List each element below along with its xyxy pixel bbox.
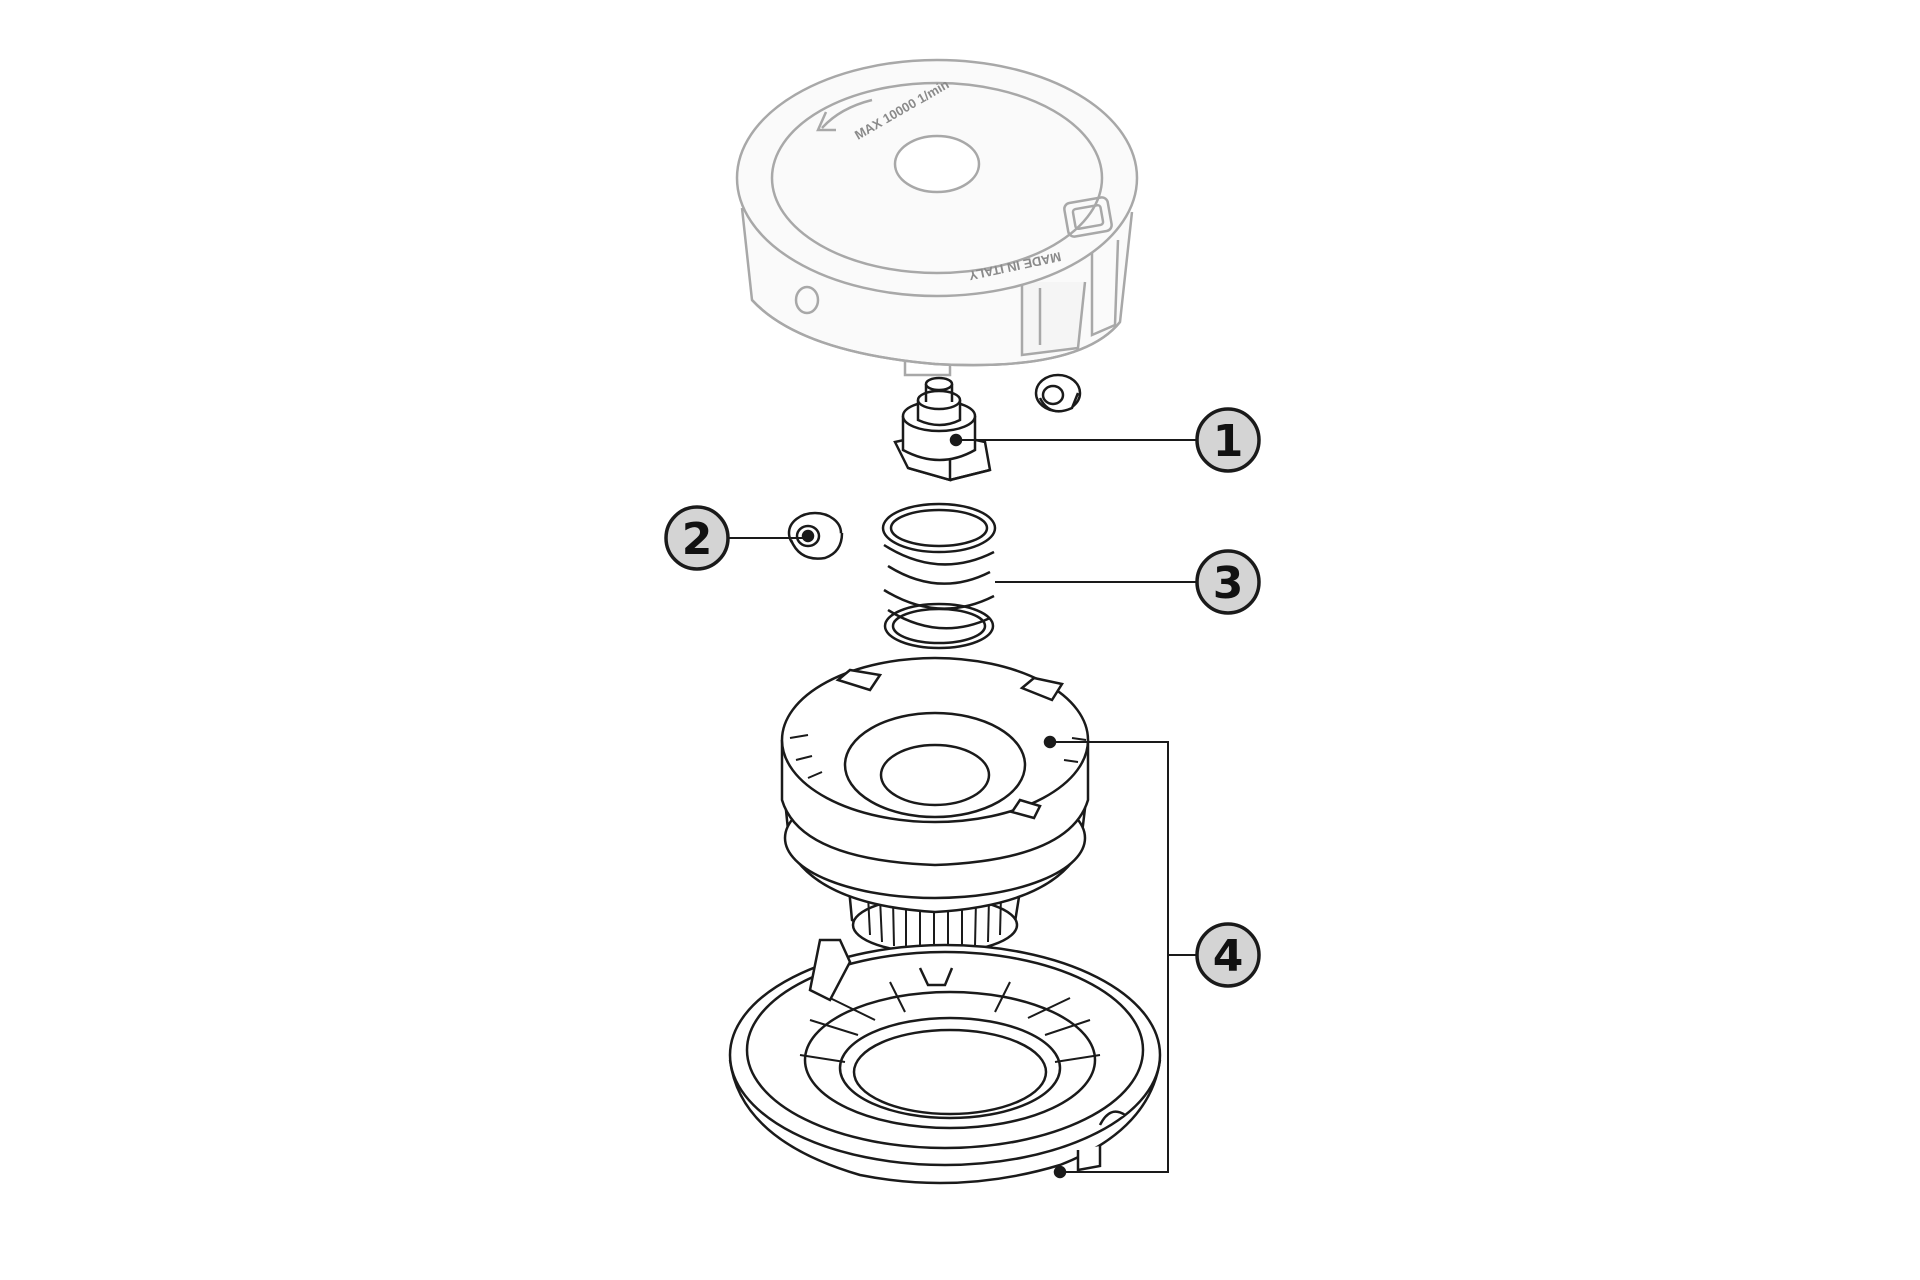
callout-1-label: 1 <box>1213 416 1244 467</box>
part-1-bolt <box>893 376 992 482</box>
part-4-spool <box>780 656 1090 955</box>
part-2-eyelet <box>787 511 844 560</box>
eyelet-right <box>1034 373 1082 413</box>
trimmer-head-cap: MAX 10000 1/min MADE IN ITALY <box>735 58 1139 377</box>
callout-3: 3 <box>1195 549 1261 615</box>
callout-3-label: 3 <box>1213 558 1244 609</box>
callout-4: 4 <box>1195 922 1261 988</box>
callout-2-label: 2 <box>682 514 713 565</box>
callout-4-label: 4 <box>1213 931 1244 982</box>
callout-1: 1 <box>1195 407 1261 473</box>
part-4-base-plate <box>728 938 1162 1185</box>
leader-lines <box>728 439 1196 1173</box>
callout-2: 2 <box>664 505 730 571</box>
leader-line-4 <box>1052 741 1196 1173</box>
part-3-spring <box>881 502 997 650</box>
